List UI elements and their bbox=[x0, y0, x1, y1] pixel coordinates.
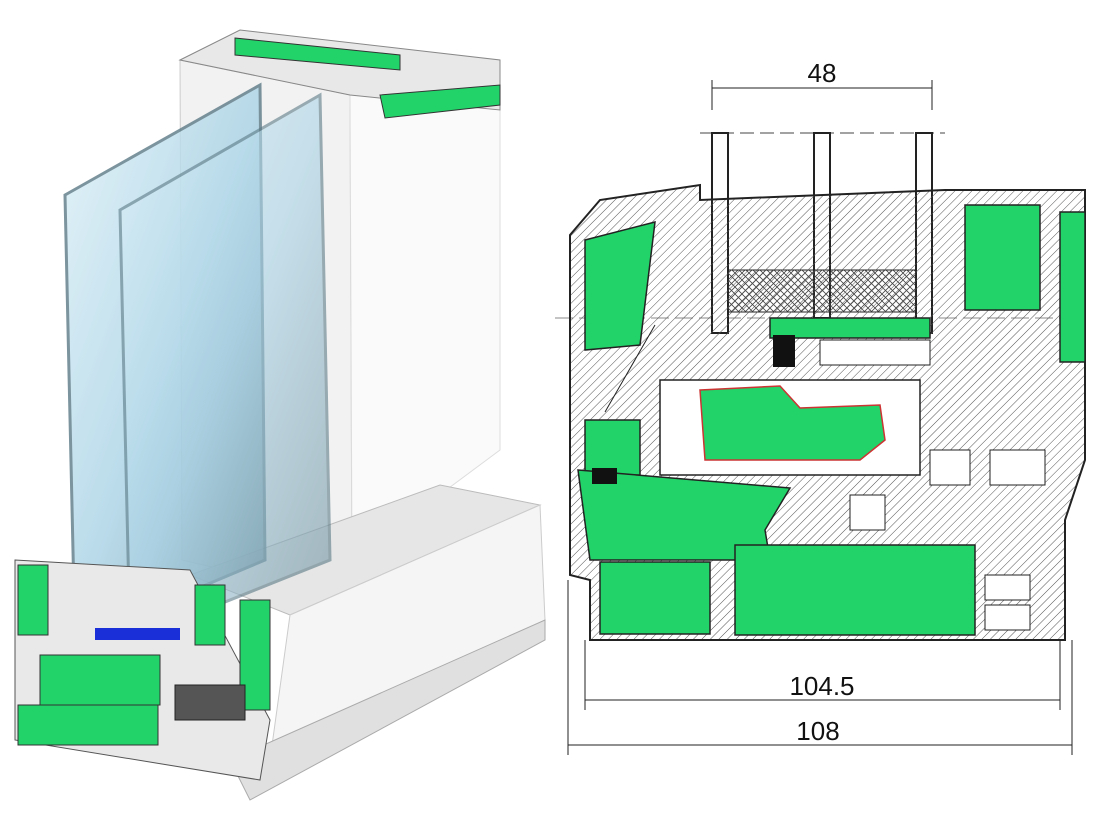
dimension-label-frame-total: 108 bbox=[796, 716, 839, 746]
insulation-glazing-bead bbox=[769, 317, 931, 339]
chamber bbox=[819, 339, 931, 366]
insulation-frame-top-right bbox=[964, 204, 1041, 311]
chamber bbox=[929, 449, 971, 486]
insulation-edge-right bbox=[1059, 211, 1086, 363]
top-insulation bbox=[234, 37, 401, 71]
sill-base bbox=[229, 619, 546, 801]
insulation-frame-bottom-main bbox=[734, 544, 976, 636]
bottom-insulation-3 bbox=[194, 584, 226, 646]
frame-chambers bbox=[819, 339, 1046, 631]
frame-right-face bbox=[349, 79, 501, 561]
chamber bbox=[984, 574, 1031, 601]
sash-reinforcement bbox=[699, 385, 886, 461]
bottom-insulation-5 bbox=[17, 564, 49, 636]
blue-gasket bbox=[95, 628, 180, 640]
gasket-black bbox=[773, 335, 795, 367]
leader-arrow bbox=[604, 324, 656, 413]
glass-pane-inner bbox=[118, 92, 332, 643]
drain-channel bbox=[174, 684, 246, 721]
insulation-sash-outer bbox=[584, 220, 656, 351]
dimension-label-glazing: 48 bbox=[808, 58, 837, 88]
top-insulation-2 bbox=[379, 84, 501, 119]
profile-cross-section: 48 bbox=[555, 58, 1086, 755]
insulation-small-left bbox=[584, 419, 641, 476]
insulation-frame-bottom-left bbox=[599, 561, 711, 635]
window-3d-render bbox=[14, 29, 546, 801]
chamber bbox=[984, 604, 1031, 631]
gasket-black-small bbox=[592, 468, 617, 484]
bottom-insulation-2 bbox=[17, 704, 159, 746]
chamber bbox=[989, 449, 1046, 486]
dimension-label-frame-inner: 104.5 bbox=[789, 671, 854, 701]
bottom-insulation-1 bbox=[39, 654, 161, 706]
chamber bbox=[849, 494, 886, 531]
